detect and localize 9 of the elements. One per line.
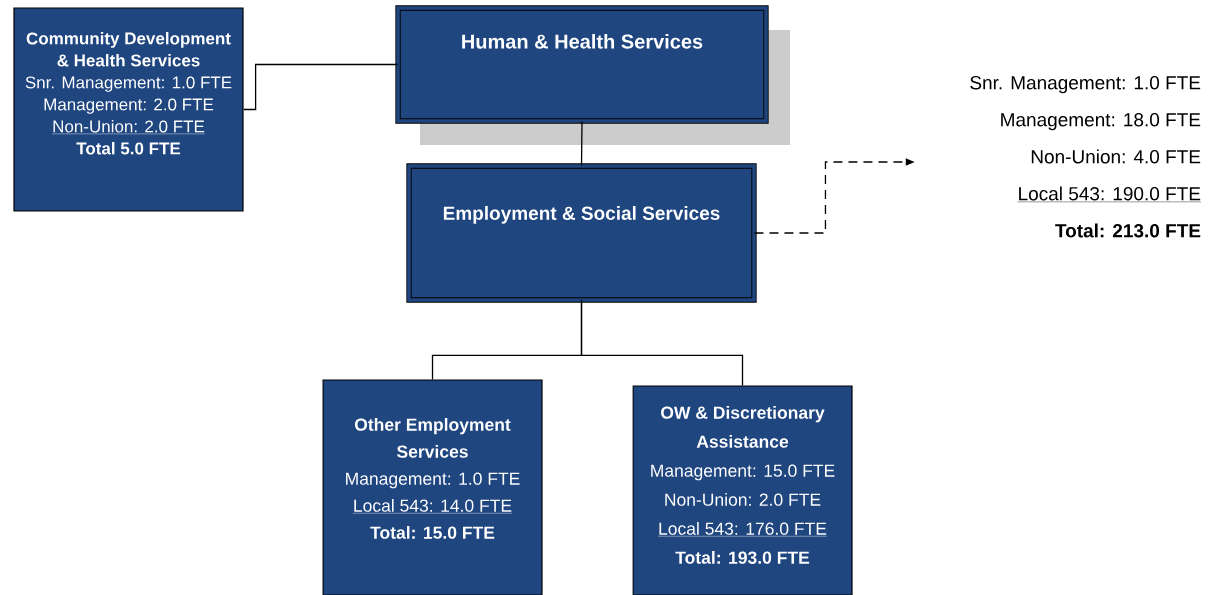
connector-line [242, 63, 399, 111]
org-box: Other Employment Services Management: 1.0 FTE Local 543: 14.0 FTE Total: 15.0 FTE [322, 379, 543, 595]
org-box: Employment & Social Services [406, 163, 757, 303]
org-box: Community Development & Health Services Snr. Management: 1.0 FTE Management: 2.0 FTE Non-Union: 2.0 FTE Total 5.0 FTE [13, 7, 244, 212]
connector-line [580, 299, 744, 387]
connector-line [580, 120, 583, 167]
staff-summary: Snr. Management: 1.0 FTE Management: 18.0 FTE Non-Union: 4.0 FTE Local 543: 190.0 FTE Total: 213.0 FTE [970, 76, 1202, 238]
org-box: Human & Health Services [395, 5, 769, 124]
org-box: OW & Discretionary Assistance Management: 15.0 FTE Non-Union: 2.0 FTE Local 543: 176.0 FTE Total: 193.0 FTE [632, 385, 853, 595]
